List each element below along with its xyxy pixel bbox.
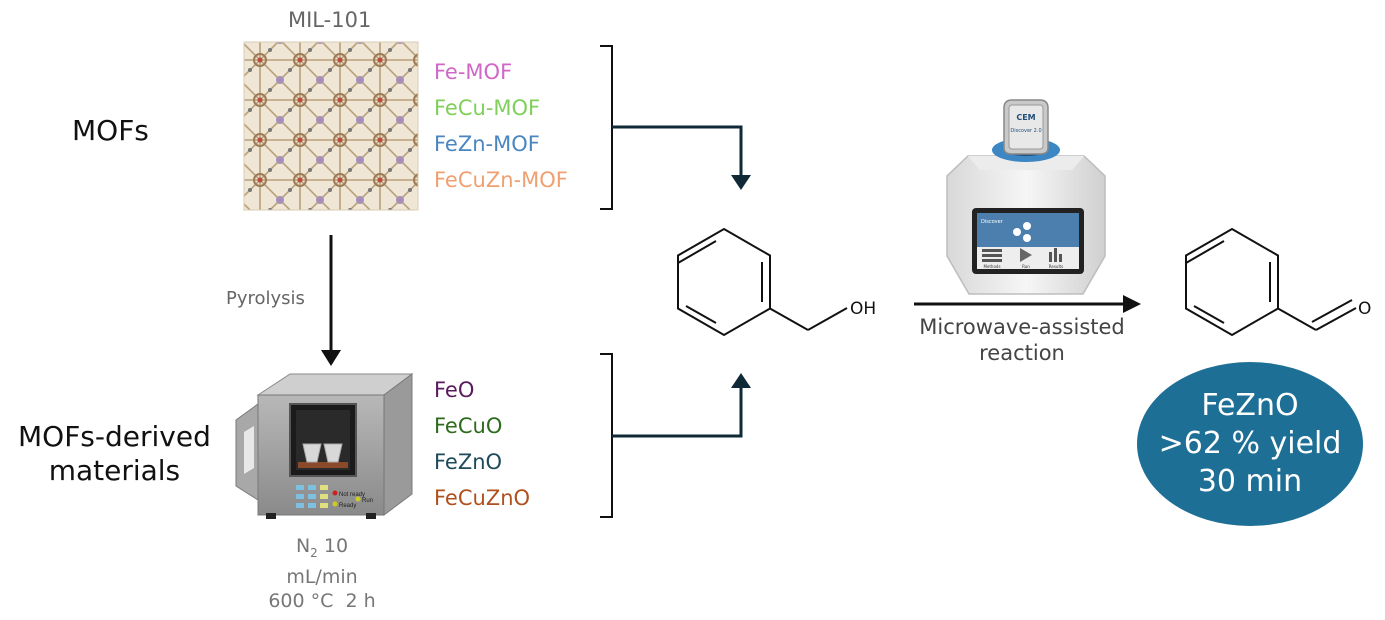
pyrolysis-label: Pyrolysis <box>226 288 305 309</box>
reactor-tab-run: Run <box>1022 264 1030 269</box>
reaction-label-line2: reaction <box>979 341 1065 365</box>
reactor-screen-title: Discover <box>981 219 1004 225</box>
mof-item-fe: Fe-MOF <box>434 60 513 84</box>
derived-item-feo: FeO <box>434 378 475 402</box>
derived-row-label: MOFs-derived materials <box>18 420 211 488</box>
reaction-label: Microwave-assisted reaction <box>906 314 1138 366</box>
mof-structure-image <box>243 41 419 211</box>
reaction-label-line1: Microwave-assisted <box>919 315 1125 339</box>
furnace-image <box>235 373 414 519</box>
derived-item-fezno: FeZnO <box>434 450 503 474</box>
mof-item-fezn: FeZn-MOF <box>434 132 540 156</box>
result-badge: FeZnO >62 % yield 30 min <box>1137 362 1363 526</box>
result-catalyst: FeZnO <box>1201 388 1299 423</box>
mof-item-fecu: FeCu-MOF <box>434 96 541 120</box>
benzyl-alcohol-structure <box>677 227 848 337</box>
flow-unit: mL/min <box>286 565 358 588</box>
furnace-status-ready: Ready <box>339 503 356 509</box>
reaction-arrow <box>914 295 1141 313</box>
carbonyl-group-label: O <box>1358 299 1371 319</box>
hydroxyl-group-label: OH <box>850 299 876 319</box>
gas-flow-line: N2 10 <box>262 534 382 565</box>
framework-label: MIL-101 <box>288 8 372 32</box>
mofs-row-label: MOFs <box>72 114 149 147</box>
pyrolysis-arrow <box>321 235 341 366</box>
temperature: 600 °C <box>268 589 334 612</box>
result-yield: >62 % yield <box>1158 426 1342 461</box>
mof-to-reactant-arrow <box>612 125 743 175</box>
temp-time-line: 600 °C 2 h <box>262 589 382 613</box>
reactor-tab-results: Results <box>1049 264 1063 269</box>
duration: 2 h <box>345 589 376 612</box>
furnace-status-not-ready: Not ready <box>339 492 365 498</box>
derived-row-label-line2: materials <box>48 454 181 487</box>
derived-row-label-line1: MOFs-derived <box>18 420 211 453</box>
derived-to-reactant-arrow <box>612 387 743 438</box>
benzaldehyde-structure <box>1185 227 1357 337</box>
derived-item-fecuzno: FeCuZnO <box>434 486 531 510</box>
reactor-brand: CEM <box>1016 113 1035 122</box>
result-time: 30 min <box>1197 464 1303 499</box>
derived-item-fecuo: FeCuO <box>434 414 503 438</box>
gas-formula: N <box>295 535 311 557</box>
flow-value: 10 <box>323 535 349 557</box>
derived-list-bracket <box>600 353 613 518</box>
gas-subscript: 2 <box>310 545 318 560</box>
mof-item-fecuzn: FeCuZn-MOF <box>434 168 568 192</box>
furnace-status-run: Run <box>362 498 373 504</box>
microwave-reactor-image <box>946 99 1106 295</box>
reactor-tab-methods: Methods <box>983 264 1000 269</box>
pyrolysis-conditions: N2 10 mL/min 600 °C 2 h <box>262 534 382 613</box>
mof-list-bracket <box>600 45 613 210</box>
reactor-model: Discover 2.0 <box>1010 128 1041 134</box>
mof-list: Fe-MOF FeCu-MOF FeZn-MOF FeCuZn-MOF <box>434 54 568 198</box>
derived-list: FeO FeCuO FeZnO FeCuZnO <box>434 372 530 516</box>
